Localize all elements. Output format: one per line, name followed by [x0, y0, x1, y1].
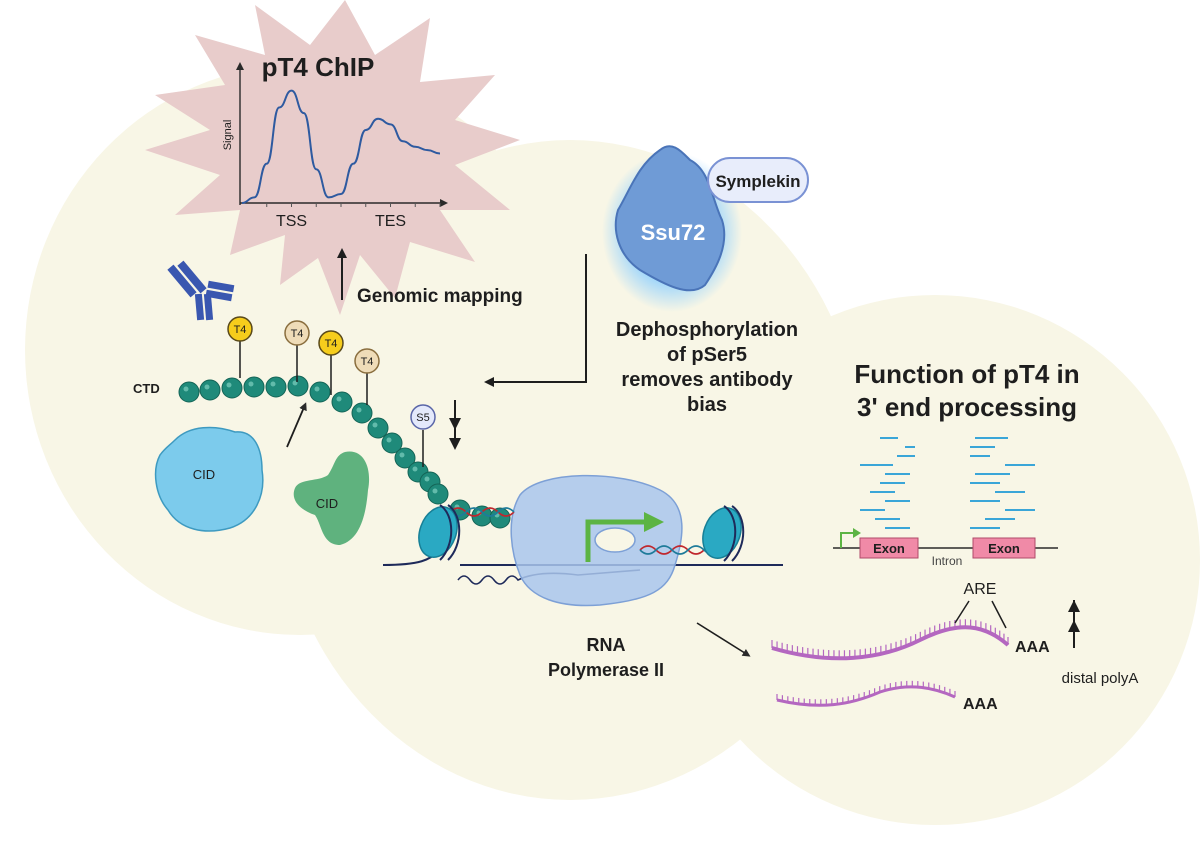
ctd-bead — [427, 483, 449, 505]
ctd-bead — [199, 379, 221, 401]
gene-model: Exon Exon Intron — [833, 528, 1058, 568]
chart-x-tick-label-tss: TSS — [276, 213, 307, 230]
svg-text:T4: T4 — [234, 324, 247, 336]
svg-text:T4: T4 — [361, 356, 374, 368]
polya-short-label: AAA — [963, 696, 998, 713]
cid-blue-protein: CID — [154, 426, 264, 532]
mrna-short: AAA — [776, 680, 998, 713]
ctd-bead — [309, 381, 331, 403]
ssu72-complex: Ssu72 Symplekin — [602, 145, 809, 312]
ctd-bead-highlight — [336, 396, 342, 402]
nucleosome-right — [702, 505, 745, 562]
ctd-bead-highlight — [412, 466, 418, 472]
ctd-bead — [381, 432, 403, 454]
nucleosome-left — [418, 504, 461, 561]
t4-mark-3: T4 — [318, 330, 344, 395]
rnapol-channel — [594, 527, 636, 553]
ssu72-label: Ssu72 — [641, 220, 706, 245]
sequencing-reads — [860, 437, 1035, 529]
ctd-bead — [221, 377, 243, 399]
rnapol-label-line-2: Polymerase II — [548, 660, 664, 680]
increase-arrows — [1068, 600, 1080, 648]
ctd-bead-chain — [178, 375, 511, 529]
ctd-bead — [489, 507, 511, 529]
exon-2 — [972, 537, 1036, 559]
chart-y-label: Signal — [222, 120, 234, 151]
svg-text:Dephosphorylation: Dephosphorylation — [616, 319, 798, 341]
processing-arrow — [696, 622, 751, 657]
ctd-bead — [351, 402, 373, 424]
rnapol-label-line-1: RNA — [587, 635, 626, 655]
are-annotation: ARE — [954, 581, 1007, 629]
genomic-mapping-label: Genomic mapping — [357, 286, 523, 307]
chart-series-line — [241, 89, 441, 204]
svg-text:bias: bias — [687, 394, 727, 416]
promoter-arrow-icon — [840, 532, 855, 548]
ctd-label: CTD — [133, 381, 160, 396]
dephosphorylation-text: Dephosphorylation of pSer5 removes antib… — [616, 319, 798, 416]
ctd-bead — [331, 391, 353, 413]
svg-text:of pSer5: of pSer5 — [667, 344, 747, 366]
svg-text:Exon: Exon — [873, 541, 905, 556]
chip-chart: pT4 ChIP Signal TSS TES — [222, 52, 448, 230]
ctd-bead-highlight — [270, 381, 276, 387]
symplekin-box — [707, 157, 809, 203]
nascent-rna — [457, 569, 641, 585]
t4-mark-1: T4 — [227, 316, 253, 378]
svg-text:ARE: ARE — [964, 581, 997, 598]
tss-arrow-icon — [585, 519, 648, 562]
chart-x-tick-label-tes: TES — [375, 213, 406, 230]
ctd-bead-highlight — [356, 407, 362, 413]
exon-1 — [859, 537, 919, 559]
decrease-arrows — [449, 400, 461, 450]
ctd-bead-highlight — [314, 386, 320, 392]
chip-starburst — [145, 0, 520, 315]
intron-label: Intron — [932, 554, 963, 568]
ctd-bead — [287, 375, 309, 397]
ctd-bead-highlight — [204, 384, 210, 390]
ctd-bead-highlight — [432, 488, 438, 494]
chart-title: pT4 ChIP — [262, 52, 375, 82]
cid-green-protein: CID — [293, 451, 370, 545]
transcription-complex: RNA Polymerase II — [382, 474, 783, 680]
svg-text:S5: S5 — [416, 412, 429, 424]
svg-text:T4: T4 — [325, 338, 338, 350]
polya-long-label: AAA — [1015, 639, 1050, 656]
ctd-bead — [243, 376, 265, 398]
svg-text:CID: CID — [193, 467, 215, 482]
cid-binding-arrow — [286, 402, 307, 448]
antibody-icon — [167, 260, 235, 321]
function-title-line-2: 3' end processing — [857, 392, 1077, 422]
ssu72-protein — [614, 145, 726, 292]
ctd-bead-highlight — [183, 386, 189, 392]
function-title-line-1: Function of pT4 in — [854, 359, 1079, 389]
dephosphorylation-arrow — [484, 254, 587, 387]
ctd-bead-highlight — [226, 382, 232, 388]
distal-polya-label: distal polyA — [1062, 670, 1139, 687]
s5-mark: S5 — [410, 404, 436, 467]
svg-text:T4: T4 — [291, 328, 304, 340]
ctd-bead — [178, 381, 200, 403]
ctd-bead-highlight — [399, 452, 405, 458]
ctd-bead-highlight — [424, 476, 430, 482]
ctd-bead-highlight — [372, 422, 378, 428]
t4-mark-4: T4 — [354, 348, 380, 405]
ctd-bead — [394, 447, 416, 469]
ctd-bead-highlight — [248, 381, 254, 387]
svg-text:CID: CID — [316, 496, 338, 511]
t4-mark-2: T4 — [284, 320, 310, 382]
svg-text:removes antibody: removes antibody — [621, 369, 793, 391]
ctd-bead — [265, 376, 287, 398]
symplekin-label: Symplekin — [715, 172, 800, 191]
ctd-bead-highlight — [386, 437, 392, 443]
chart-ticks — [266, 203, 441, 207]
background-circle-right — [670, 295, 1200, 825]
svg-text:Exon: Exon — [988, 541, 1020, 556]
ctd-bead — [367, 417, 389, 439]
mrna-long: AAA — [771, 619, 1050, 661]
